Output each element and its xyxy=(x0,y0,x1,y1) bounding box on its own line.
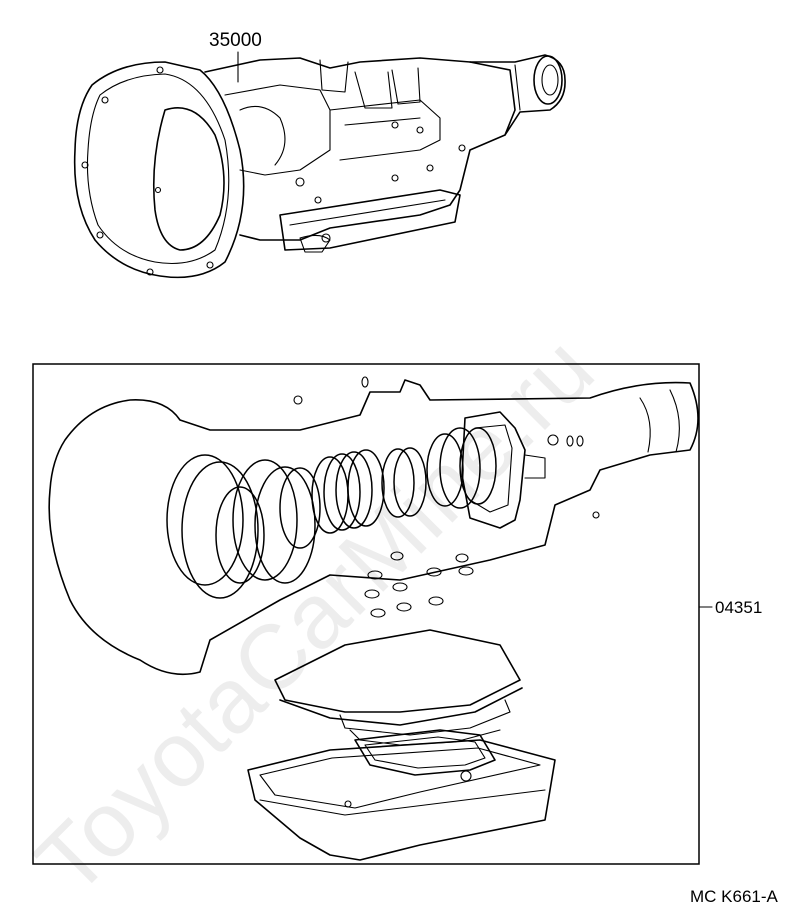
figure-code: MC K661-A xyxy=(690,887,779,906)
part-number-35000: 35000 xyxy=(209,30,262,51)
seal-ring-stack xyxy=(166,427,497,599)
pump-gasket-plate xyxy=(461,411,584,529)
small-o-rings xyxy=(364,551,474,618)
case-outline-phantom xyxy=(48,376,699,676)
part-number-04351: 04351 xyxy=(715,598,762,617)
oil-pan xyxy=(247,739,556,861)
transmission-assembly-drawing xyxy=(73,54,566,279)
kit-frame xyxy=(32,363,700,865)
oil-pan-gasket xyxy=(354,729,496,776)
